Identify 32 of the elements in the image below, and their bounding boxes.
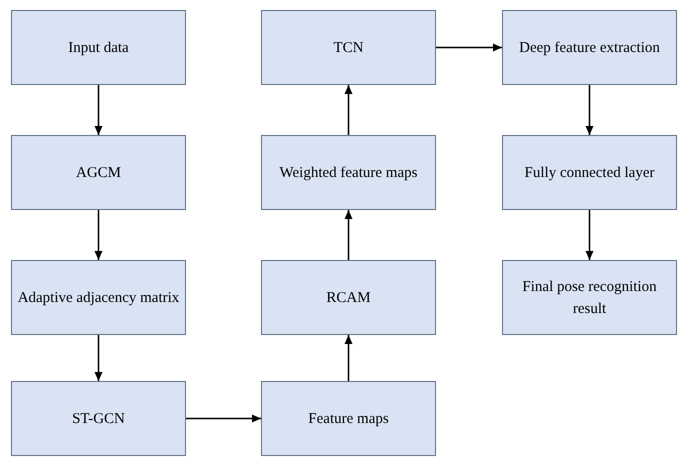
arrow [436,44,502,52]
box-label: Weighted feature maps [280,164,418,182]
arrow [94,335,102,381]
process-box [502,10,677,85]
process-box [11,135,186,210]
process-box [261,381,436,456]
box-label: RCAM [326,288,371,308]
box-label: Feature maps [308,410,389,428]
box-label: Input data [68,38,129,58]
process-box [11,10,186,85]
arrow [94,210,102,260]
box-label: TCN [334,38,364,58]
box-label: Final pose recognition result [521,278,658,318]
arrow [586,210,594,260]
process-box [11,260,186,335]
arrow [344,335,352,381]
box-label: ST-GCN [72,410,125,428]
process-box [502,135,677,210]
box-label: AGCM [76,164,121,182]
box-label: Adaptive adjacency matrix [18,288,180,308]
box-label: Fully connected layer [524,164,654,182]
process-box [502,260,677,335]
arrow [344,85,352,135]
arrow [186,414,261,422]
arrow [344,210,352,260]
arrow [94,85,102,135]
box-label: Deep feature extraction [519,38,660,58]
process-box [11,381,186,456]
process-box [261,135,436,210]
arrow [586,85,594,135]
process-box [261,260,436,335]
process-box [261,10,436,85]
